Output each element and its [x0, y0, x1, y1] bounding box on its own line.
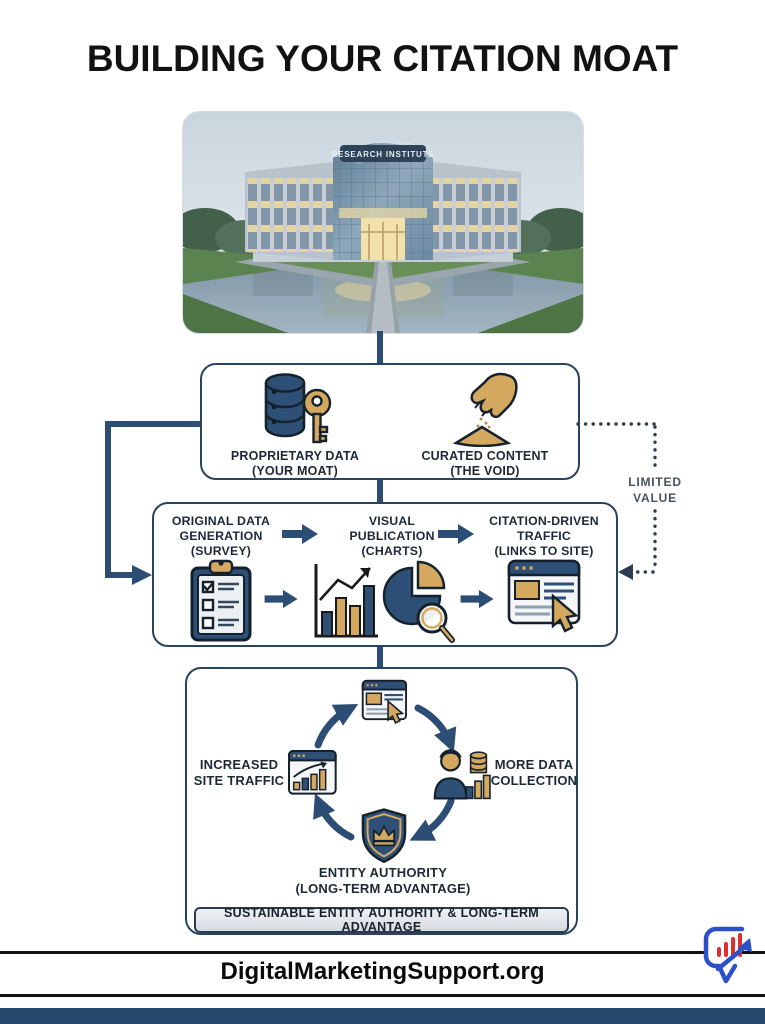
limited-value-label: LIMITED VALUE — [628, 475, 682, 506]
bottom-accent-bar — [0, 1008, 765, 1024]
connector-moatbox-to-processbox — [377, 478, 383, 504]
step-traffic-label: CITATION-DRIVEN TRAFFIC (LINKS TO SITE) — [489, 514, 599, 558]
footer-divider-top — [0, 951, 765, 954]
moat-box: PROPRIETARY DATA (YOUR MOAT) CURATED CON… — [200, 363, 580, 480]
bar-pie-chart-icon — [308, 556, 460, 646]
person-data-icon — [429, 745, 495, 803]
database-key-icon — [250, 369, 350, 449]
left-flow-connector — [105, 421, 200, 585]
increased-site-traffic-label: INCREASED SITE TRAFFIC — [193, 757, 285, 789]
connector-processbox-to-cyclebox — [377, 645, 383, 669]
cycle-box: MORE DATA COLLECTION ENTITY AUTHORITY (L… — [185, 667, 578, 935]
step-survey-label: ORIGINAL DATA GENERATION (SURVEY) — [171, 514, 271, 558]
limited-value-dotted-connector — [576, 422, 657, 580]
brand-logo-icon — [700, 924, 762, 988]
research-institute-image: RESEARCH INSTITUTE — [183, 112, 583, 333]
connector-building-to-moatbox — [377, 331, 383, 365]
page-title: BUILDING YOUR CITATION MOAT — [86, 38, 679, 79]
curated-content-label: CURATED CONTENT (THE VOID) — [421, 449, 549, 479]
more-data-collection-label: MORE DATA COLLECTION — [490, 757, 578, 789]
clipboard-survey-icon — [188, 558, 254, 644]
flow-arrow-icon — [282, 524, 318, 544]
footer-divider-bottom — [0, 994, 765, 997]
sustainable-banner: SUSTAINABLE ENTITY AUTHORITY & LONG-TERM… — [194, 906, 569, 934]
shield-crown-icon — [359, 807, 409, 865]
building-sign-text: RESEARCH INSTITUTE — [332, 150, 435, 159]
step-publication-label: VISUAL PUBLICATION (CHARTS) — [349, 514, 435, 558]
flow-arrow-icon — [438, 524, 474, 544]
flow-arrow-icon — [460, 589, 494, 609]
entity-authority-label: ENTITY AUTHORITY (LONG-TERM ADVANTAGE) — [295, 865, 471, 897]
process-box: ORIGINAL DATA GENERATION (SURVEY) VISUAL… — [152, 502, 618, 647]
cycle-arrows — [313, 704, 457, 841]
flow-arrow-icon — [264, 589, 298, 609]
website-click-icon — [506, 558, 584, 642]
footer-site-name: DigitalMarketingSupport.org — [220, 958, 545, 985]
proprietary-data-label: PROPRIETARY DATA (YOUR MOAT) — [230, 449, 360, 479]
website-click-icon — [359, 679, 411, 731]
hand-sand-icon — [434, 371, 518, 447]
building-illustration: RESEARCH INSTITUTE — [183, 112, 583, 333]
traffic-growth-icon — [287, 749, 339, 797]
